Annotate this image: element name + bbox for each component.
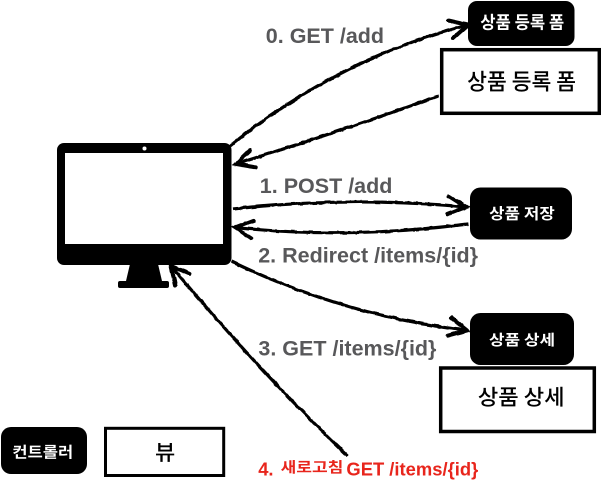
svg-text:2. Redirect /items/{id}: 2. Redirect /items/{id} xyxy=(258,244,478,268)
svg-text:GET /items/{id}: GET /items/{id} xyxy=(346,459,478,480)
svg-text:3. GET /items/{id}: 3. GET /items/{id} xyxy=(258,336,437,360)
svg-text:1. POST /add: 1. POST /add xyxy=(260,174,393,198)
svg-text:0. GET /add: 0. GET /add xyxy=(266,24,384,48)
svg-text:4.: 4. xyxy=(258,459,273,480)
